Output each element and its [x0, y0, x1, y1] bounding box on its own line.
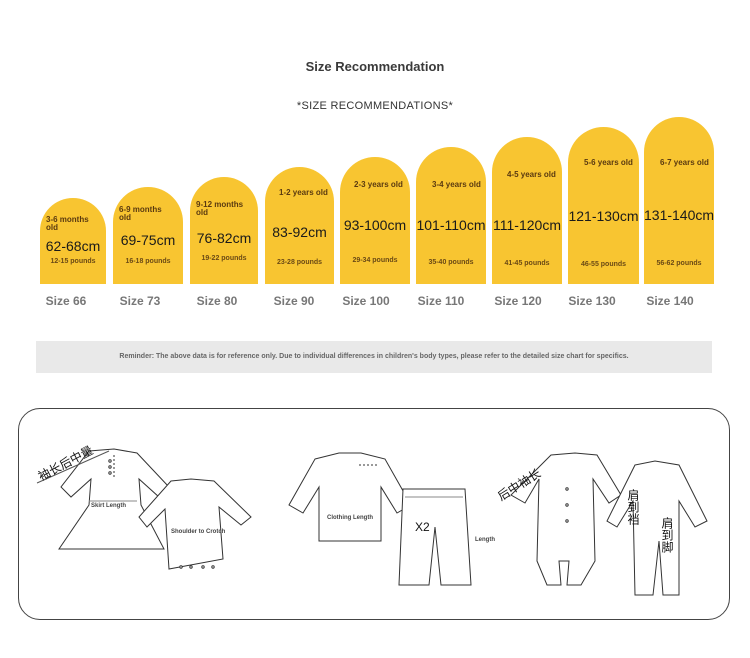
- size-label: Size 73: [119, 294, 161, 308]
- dress-illustration: [36, 448, 170, 550]
- size-label: Size 80: [196, 294, 238, 308]
- tile-weight: 56-62 pounds: [656, 260, 702, 267]
- page-subtitle: *SIZE RECOMMENDATIONS*: [296, 100, 454, 112]
- size-tile: 3-4 years old 101-110cm 35-40 pounds: [416, 147, 486, 284]
- size-tile: 3-6 months old 62-68cm 12-15 pounds: [40, 198, 106, 284]
- size-tile: 5-6 years old 121-130cm 46-55 pounds: [568, 127, 639, 284]
- tile-age: 9-12 months old: [196, 200, 244, 217]
- size-label: Size 140: [646, 294, 694, 308]
- size-label: Size 66: [45, 294, 87, 308]
- size-tile: 6-7 years old 131-140cm 56-62 pounds: [644, 117, 714, 284]
- tile-age: 3-4 years old: [432, 180, 481, 189]
- shoulder-to-foot-cn-label: 肩到脚: [660, 516, 674, 553]
- size-tiles: 3-6 months old 62-68cm 12-15 pounds 6-9 …: [40, 117, 714, 308]
- tile-weight: 46-55 pounds: [580, 261, 627, 268]
- clothing-length-label: Clothing Length: [327, 515, 373, 521]
- tile-weight: 19-22 pounds: [201, 255, 247, 262]
- tile-age: 1-2 years old: [279, 188, 328, 197]
- shoulder-to-crotch-label: Shoulder to Crotch: [171, 529, 226, 535]
- tile-age: 6-9 months old: [119, 205, 162, 222]
- tile-weight: 35-40 pounds: [428, 259, 474, 266]
- shoulder-to-crotch-cn-label: 肩到裆: [626, 488, 640, 525]
- tile-height: 83-92cm: [272, 224, 327, 240]
- tile-height: 93-100cm: [343, 217, 407, 233]
- tile-age: 6-7 years old: [660, 158, 709, 167]
- tile-age: 3-6 months old: [46, 215, 89, 232]
- sleeve-back-length-label: 袖长后中量: [35, 442, 95, 483]
- size-label: Size 120: [494, 294, 542, 308]
- tile-height: 76-82cm: [196, 230, 252, 246]
- bodysuit-illustration: [138, 478, 252, 570]
- tile-height: 121-130cm: [568, 208, 639, 224]
- size-label: Size 110: [417, 294, 465, 308]
- tile-weight: 12-15 pounds: [50, 258, 96, 265]
- tile-weight: 29-34 pounds: [352, 257, 398, 264]
- tile-age: 5-6 years old: [584, 158, 633, 167]
- tile-age: 2-3 years old: [354, 180, 403, 189]
- size-label: Size 90: [273, 294, 315, 308]
- jumpsuit-illustration: [606, 460, 708, 596]
- reminder-note: Reminder: The above data is for referenc…: [36, 341, 712, 373]
- measurement-panel: 袖长后中量 Skirt Length Shoulder to Crotch Cl…: [18, 408, 730, 620]
- page-title: Size Recommendation: [305, 59, 445, 74]
- size-tile: 2-3 years old 93-100cm 29-34 pounds: [340, 157, 410, 284]
- tile-weight: 23-28 pounds: [276, 259, 323, 266]
- shirt-illustration: [288, 452, 412, 542]
- size-tile: 1-2 years old 83-92cm 23-28 pounds: [265, 167, 334, 284]
- tile-age: 4-5 years old: [507, 170, 556, 179]
- size-tile: 4-5 years old 111-120cm 41-45 pounds: [492, 137, 562, 284]
- pants-illustration: [398, 488, 472, 586]
- tile-height: 111-120cm: [493, 217, 561, 233]
- tile-weight: 41-45 pounds: [504, 260, 550, 267]
- size-tile: 6-9 months old 69-75cm 16-18 pounds: [113, 187, 183, 284]
- size-label: Size 100: [342, 294, 390, 308]
- tile-height: 62-68cm: [45, 238, 101, 254]
- x2-label: X2: [415, 520, 430, 534]
- length-label: Length: [475, 537, 495, 543]
- garment-diagrams: 袖长后中量 Skirt Length Shoulder to Crotch Cl…: [35, 442, 708, 596]
- tile-height: 101-110cm: [416, 217, 486, 233]
- romper-illustration: [510, 452, 622, 586]
- tile-height: 131-140cm: [644, 207, 715, 223]
- size-label: Size 130: [568, 294, 616, 308]
- size-tile: 9-12 months old 76-82cm 19-22 pounds: [190, 177, 258, 284]
- skirt-length-label: Skirt Length: [91, 503, 126, 509]
- tile-weight: 16-18 pounds: [125, 258, 171, 265]
- tile-height: 69-75cm: [120, 232, 176, 248]
